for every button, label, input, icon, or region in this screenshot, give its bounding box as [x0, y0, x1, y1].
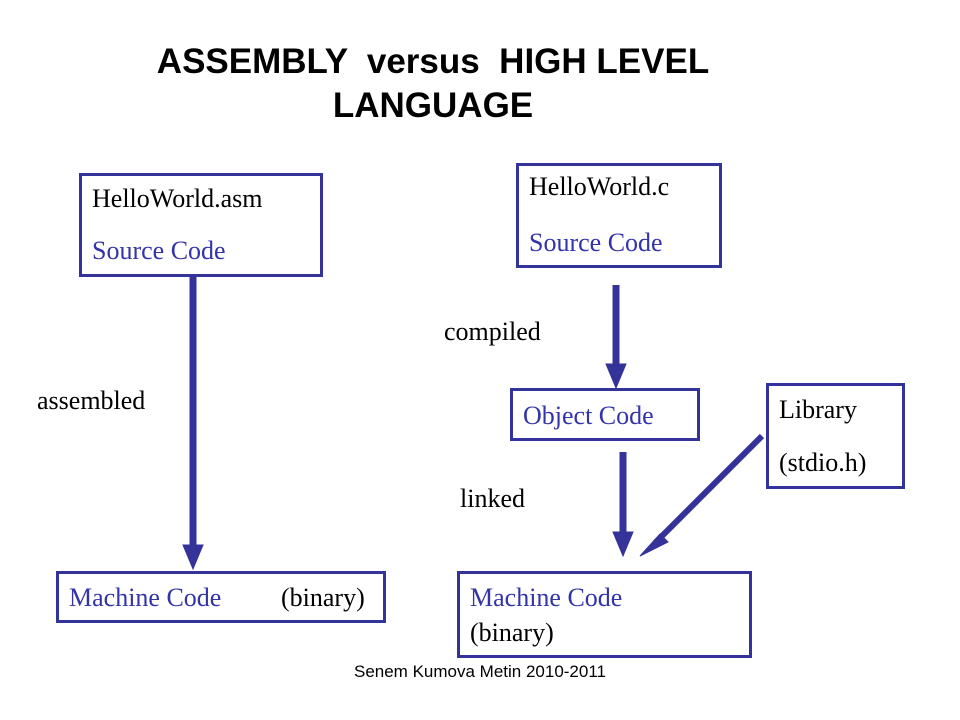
asm-machine-code-suffix: (binary) [281, 583, 365, 612]
c-source-kind: Source Code [529, 228, 663, 257]
arrow-compiled [605, 285, 627, 390]
label-linked: linked [460, 484, 525, 513]
arrow-library [639, 433, 765, 557]
library-box: Library (stdio.h) [766, 383, 905, 489]
library-header: (stdio.h) [779, 448, 867, 477]
arrow-linked [612, 452, 634, 558]
c-source-filename: HelloWorld.c [529, 172, 670, 201]
object-code-label: Object Code [523, 401, 654, 430]
label-assembled: assembled [37, 386, 146, 415]
asm-source-kind: Source Code [92, 236, 226, 265]
c-machine-code-box: Machine Code (binary) [457, 571, 752, 658]
slide-title: ASSEMBLY versus HIGH LEVEL LANGUAGE [0, 40, 866, 128]
slide-footer: Senem Kumova Metin 2010-2011 [353, 662, 606, 681]
title-line-2: LANGUAGE [332, 86, 534, 125]
title-line-1: ASSEMBLY versus HIGH LEVEL [156, 42, 710, 81]
asm-machine-code-label: Machine Code [69, 583, 222, 612]
library-name: Library [779, 395, 857, 424]
c-machine-code-suffix: (binary) [470, 618, 554, 647]
asm-machine-code-box: Machine Code (binary) [56, 571, 386, 623]
asm-source-box: HelloWorld.asm Source Code [79, 173, 323, 277]
label-compiled: compiled [444, 317, 541, 346]
c-machine-code-label: Machine Code [470, 583, 623, 612]
arrow-assembled [182, 277, 204, 571]
asm-source-filename: HelloWorld.asm [92, 184, 263, 213]
object-code-box: Object Code [510, 388, 700, 441]
c-source-box: HelloWorld.c Source Code [516, 163, 722, 268]
